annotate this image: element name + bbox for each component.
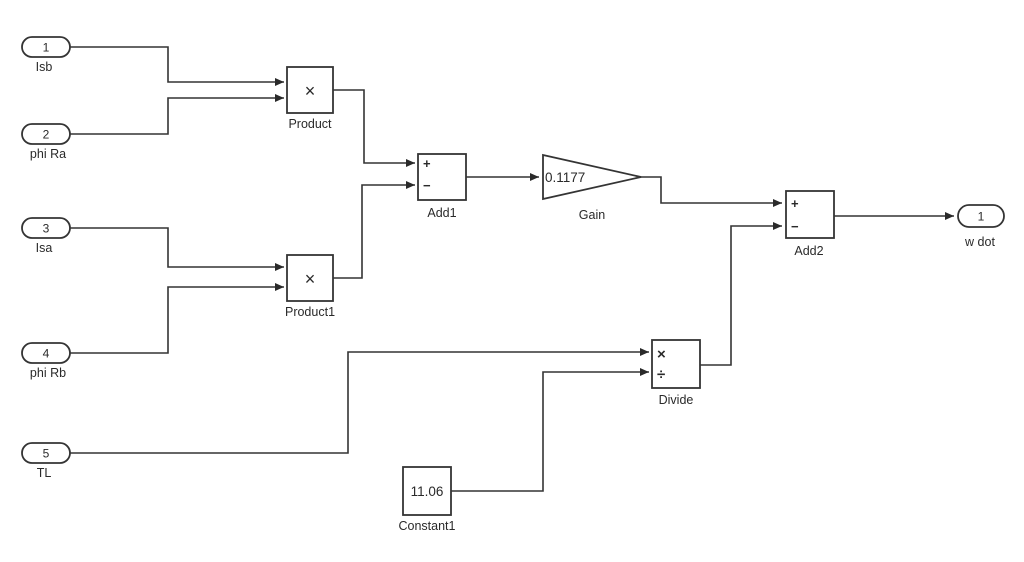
block-constant1-label: Constant1 — [399, 519, 456, 533]
wire-phi-rb-to-product1 — [70, 283, 284, 354]
inport-phi-ra-number: 2 — [43, 128, 50, 142]
inport-isa-label: Isa — [36, 241, 53, 255]
constant1-value: 11.06 — [411, 484, 444, 499]
wire-product1-to-add1-minus — [333, 181, 415, 279]
inport-phi-rb-shape — [21, 342, 71, 364]
inport-isa-number: 3 — [43, 222, 50, 236]
block-product[interactable]: × Product — [286, 66, 334, 131]
inport-tl[interactable]: 5 TL — [21, 442, 71, 480]
inport-isb-number: 1 — [43, 41, 50, 55]
block-add1-body — [417, 153, 467, 201]
divide-icon: ÷ — [657, 366, 665, 383]
block-product1-body — [286, 254, 334, 302]
block-constant1[interactable]: 11.06 Constant1 — [399, 466, 456, 533]
block-product-label: Product — [288, 117, 332, 131]
block-add2-label: Add2 — [794, 244, 823, 258]
inport-phi-ra-shape — [21, 123, 71, 145]
block-product1-label: Product1 — [285, 305, 335, 319]
gain-triangle-icon — [542, 153, 642, 201]
inport-phi-rb-label: phi Rb — [30, 366, 66, 380]
wire-gain-to-add2-plus — [641, 176, 782, 207]
inport-phi-ra-label: phi Ra — [30, 147, 66, 161]
plus-sign-icon: + — [423, 156, 431, 171]
inport-phi-rb[interactable]: 4 phi Rb — [21, 342, 71, 380]
wire-phi-ra-to-product — [70, 94, 284, 135]
multiply-icon: × — [305, 81, 316, 101]
inport-tl-shape — [21, 442, 71, 464]
multiply-icon: × — [305, 269, 316, 289]
multiply-icon: × — [657, 346, 666, 363]
block-add2-body — [785, 190, 835, 239]
block-gain[interactable]: 0.1177 Gain — [542, 153, 642, 222]
block-product-body — [286, 66, 334, 114]
wire-isa-to-product1 — [70, 227, 284, 271]
block-add1-label: Add1 — [427, 206, 456, 220]
outport-w-dot-label: w dot — [964, 235, 995, 249]
inport-tl-number: 5 — [43, 447, 50, 461]
inport-phi-ra[interactable]: 2 phi Ra — [21, 123, 71, 161]
wire-constant1-to-divide-div — [451, 368, 649, 492]
wire-product-to-add1-plus — [333, 89, 415, 167]
wire-tl-to-divide-times — [70, 348, 649, 454]
block-add2[interactable]: + − Add2 — [785, 190, 835, 258]
inport-isb-label: Isb — [36, 60, 53, 74]
block-divide[interactable]: × ÷ Divide — [651, 339, 701, 407]
block-product1[interactable]: × Product1 — [285, 254, 335, 319]
outport-w-dot-number: 1 — [978, 210, 985, 224]
inport-isb-shape — [21, 36, 71, 58]
inport-isb[interactable]: 1 Isb — [21, 36, 71, 74]
block-constant1-body — [402, 466, 452, 516]
inport-isa-shape — [21, 217, 71, 239]
block-divide-label: Divide — [659, 393, 694, 407]
block-divide-body — [651, 339, 701, 389]
wire-isb-to-product — [70, 46, 284, 86]
inport-tl-label: TL — [37, 466, 52, 480]
block-gain-label: Gain — [579, 208, 605, 222]
outport-w-dot-shape — [957, 204, 1005, 228]
inport-phi-rb-number: 4 — [43, 347, 50, 361]
wire-divide-to-add2-minus — [700, 222, 782, 366]
outport-w-dot[interactable]: 1 w dot — [957, 204, 1005, 249]
plus-sign-icon: + — [791, 196, 799, 211]
block-add1[interactable]: + − Add1 — [417, 153, 467, 220]
inport-isa[interactable]: 3 Isa — [21, 217, 71, 255]
gain-value: 0.1177 — [545, 170, 585, 185]
minus-sign-icon: − — [791, 219, 799, 234]
minus-sign-icon: − — [423, 178, 431, 193]
